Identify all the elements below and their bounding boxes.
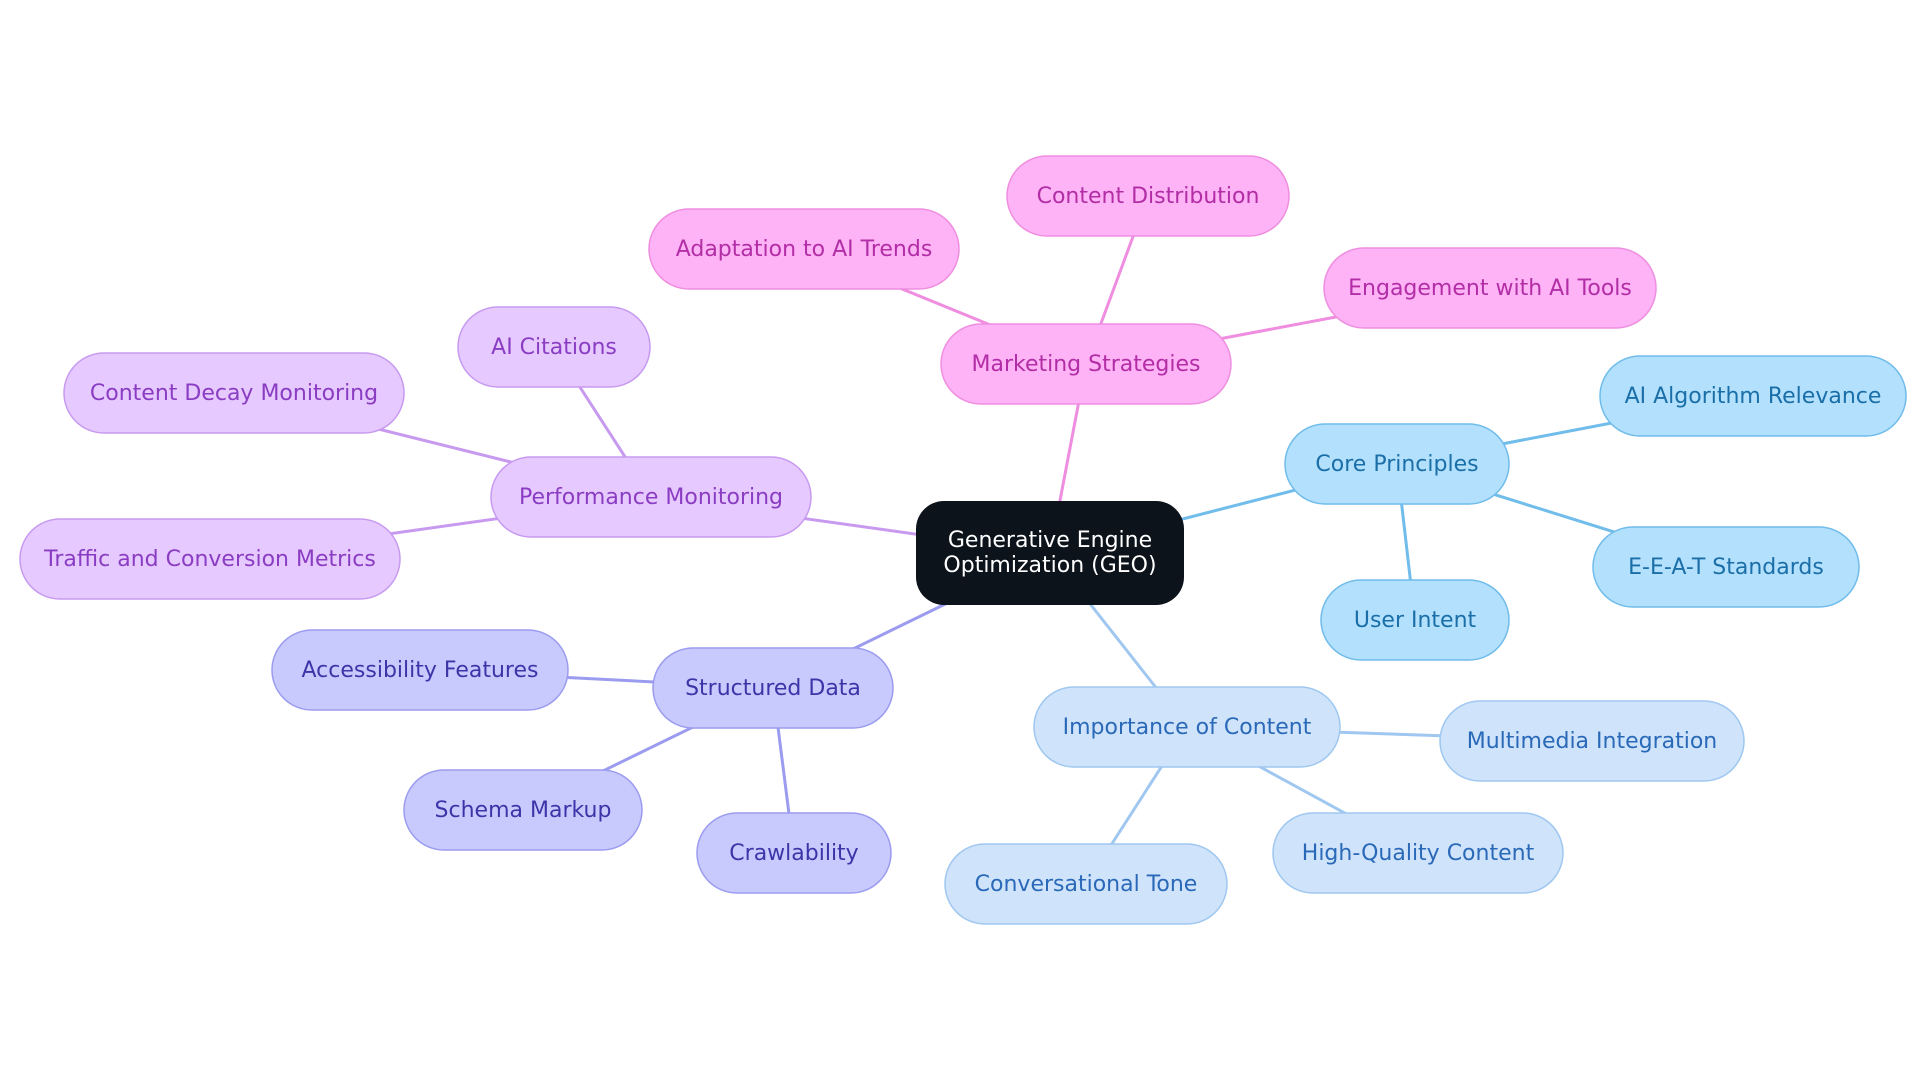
- node-root-label-line1: Generative Engine: [948, 528, 1152, 553]
- node-performance-monitoring-label: Performance Monitoring: [519, 485, 783, 510]
- node-high-quality-content-label: High-Quality Content: [1302, 841, 1535, 866]
- node-core-principles-label: Core Principles: [1315, 452, 1478, 477]
- node-marketing-strategies-label: Marketing Strategies: [972, 352, 1201, 377]
- node-adaptation-to-ai-trends-label: Adaptation to AI Trends: [676, 237, 933, 262]
- node-schema-markup-shape: [403, 769, 643, 851]
- node-performance-monitoring[interactable]: Performance Monitoring: [490, 456, 812, 538]
- node-importance-of-content-shape: [1033, 686, 1341, 768]
- mind-map-nodes: Core Principles AI Algorithm RelevanceE-E…: [19, 155, 1907, 925]
- node-content-decay-monitoring-shape: [63, 352, 405, 434]
- node-crawlability-label: Crawlability: [729, 841, 858, 866]
- node-core-principles-shape: [1284, 423, 1510, 505]
- node-multimedia-integration-label: Multimedia Integration: [1467, 729, 1718, 754]
- node-marketing-strategies[interactable]: Marketing Strategies: [940, 323, 1232, 405]
- node-core-principles[interactable]: Core Principles: [1284, 423, 1510, 505]
- node-conversational-tone-shape: [944, 843, 1228, 925]
- node-ai-citations-shape: [457, 306, 651, 388]
- node-multimedia-integration-shape: [1439, 700, 1745, 782]
- node-content-decay-monitoring-label: Content Decay Monitoring: [90, 381, 378, 406]
- node-performance-monitoring-shape: [490, 456, 812, 538]
- node-crawlability[interactable]: Crawlability: [696, 812, 892, 894]
- node-high-quality-content[interactable]: High-Quality Content: [1272, 812, 1564, 894]
- node-ai-citations[interactable]: AI Citations: [457, 306, 651, 388]
- node-importance-of-content-label: Importance of Content: [1063, 715, 1312, 740]
- node-marketing-strategies-shape: [940, 323, 1232, 405]
- node-structured-data-label: Structured Data: [685, 676, 861, 701]
- node-conversational-tone[interactable]: Conversational Tone: [944, 843, 1228, 925]
- node-content-distribution-label: Content Distribution: [1037, 184, 1260, 209]
- node-multimedia-integration[interactable]: Multimedia Integration: [1439, 700, 1745, 782]
- node-conversational-tone-label: Conversational Tone: [975, 872, 1198, 897]
- node-content-decay-monitoring[interactable]: Content Decay Monitoring: [63, 352, 405, 434]
- node-importance-of-content[interactable]: Importance of Content: [1033, 686, 1341, 768]
- node-structured-data-shape: [652, 647, 894, 729]
- node-accessibility-features-shape: [271, 629, 569, 711]
- node-ai-algorithm-relevance-label: AI Algorithm Relevance: [1625, 384, 1882, 409]
- node-e-e-a-t-standards-label: E-E-A-T Standards: [1628, 555, 1824, 580]
- node-content-distribution[interactable]: Content Distribution: [1006, 155, 1290, 237]
- node-root-shape: [916, 501, 1184, 605]
- node-schema-markup-label: Schema Markup: [435, 798, 612, 823]
- node-ai-algorithm-relevance-shape: [1599, 355, 1907, 437]
- node-user-intent[interactable]: User Intent: [1320, 579, 1510, 661]
- node-adaptation-to-ai-trends[interactable]: Adaptation to AI Trends: [648, 208, 960, 290]
- node-user-intent-label: User Intent: [1354, 608, 1477, 633]
- node-crawlability-shape: [696, 812, 892, 894]
- node-content-distribution-shape: [1006, 155, 1290, 237]
- node-root-label-line2: Optimization (GEO): [943, 553, 1156, 578]
- node-ai-algorithm-relevance[interactable]: AI Algorithm Relevance: [1599, 355, 1907, 437]
- node-structured-data[interactable]: Structured Data: [652, 647, 894, 729]
- node-e-e-a-t-standards[interactable]: E-E-A-T Standards: [1592, 526, 1860, 608]
- node-engagement-with-ai-tools-shape: [1323, 247, 1657, 329]
- node-e-e-a-t-standards-shape: [1592, 526, 1860, 608]
- node-accessibility-features-label: Accessibility Features: [302, 658, 539, 683]
- node-traffic-and-conversion-metrics-label: Traffic and Conversion Metrics: [43, 547, 376, 572]
- node-traffic-and-conversion-metrics-shape: [19, 518, 401, 600]
- node-engagement-with-ai-tools[interactable]: Engagement with AI Tools: [1323, 247, 1657, 329]
- node-adaptation-to-ai-trends-shape: [648, 208, 960, 290]
- node-high-quality-content-shape: [1272, 812, 1564, 894]
- node-engagement-with-ai-tools-label: Engagement with AI Tools: [1348, 276, 1632, 301]
- node-traffic-and-conversion-metrics[interactable]: Traffic and Conversion Metrics: [19, 518, 401, 600]
- node-user-intent-shape: [1320, 579, 1510, 661]
- node-ai-citations-label: AI Citations: [491, 335, 617, 360]
- node-accessibility-features[interactable]: Accessibility Features: [271, 629, 569, 711]
- node-schema-markup[interactable]: Schema Markup: [403, 769, 643, 851]
